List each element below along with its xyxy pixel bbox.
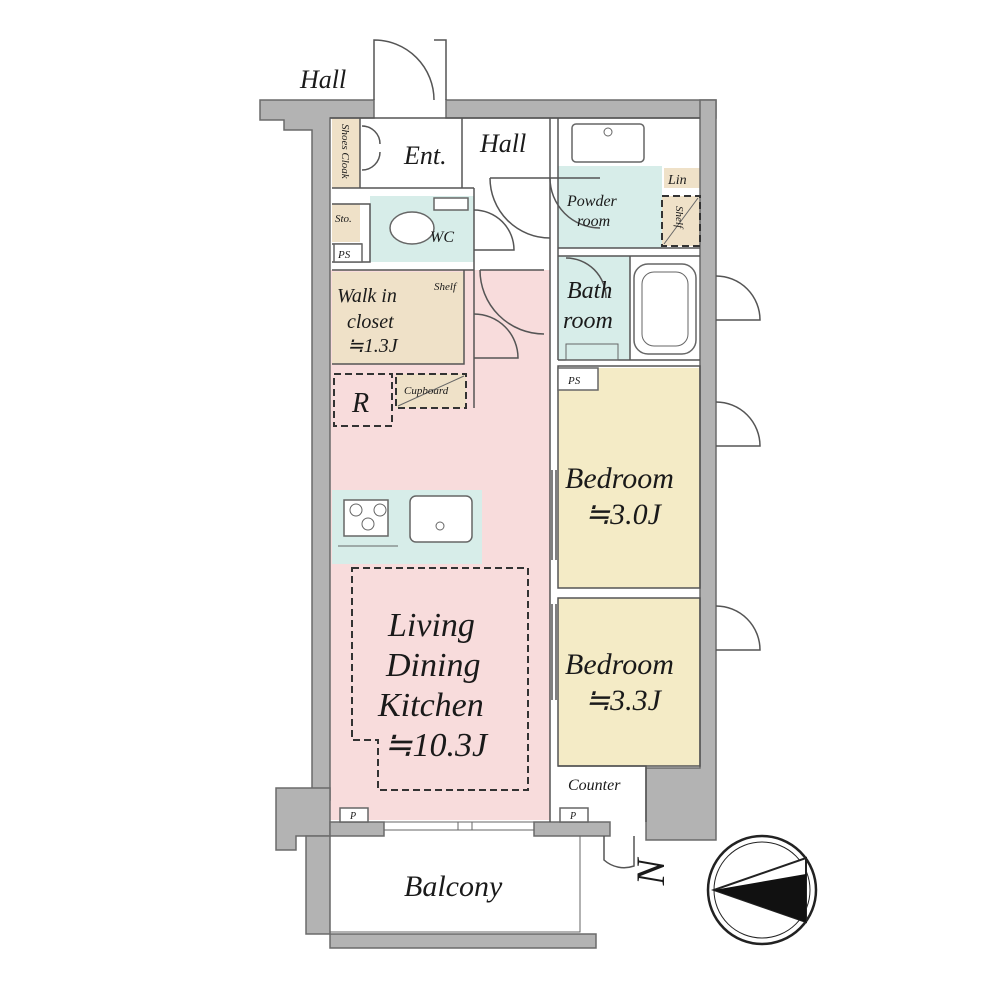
wall-south-right — [533, 821, 611, 837]
burner-icon — [349, 503, 363, 517]
door-entrance — [373, 39, 435, 101]
label-hall-outside: Hall — [299, 65, 346, 94]
bedroom-2-fill — [558, 598, 700, 766]
label-bedroom-1-name: Bedroom — [565, 462, 674, 495]
label-counter: Counter — [568, 777, 621, 794]
label-ldk-3: Kitchen — [377, 687, 484, 724]
doors — [361, 39, 761, 869]
label-refrigerator: R — [351, 388, 369, 419]
label-bedroom-2-name: Bedroom — [565, 648, 674, 681]
label-closet-1: Walk in — [337, 285, 397, 307]
toilet-tank-icon — [433, 197, 469, 211]
window-bath — [715, 275, 761, 321]
label-shelf-powder: Shelf — [673, 206, 685, 230]
label-ps-mid: PS — [567, 375, 581, 387]
door-hall — [489, 177, 551, 239]
label-entrance: Ent. — [403, 141, 447, 170]
label-storage: Sto. — [335, 213, 352, 225]
refrigerator-space — [333, 373, 393, 427]
powder-room-fill — [558, 166, 662, 248]
label-linen: Lin — [667, 173, 687, 188]
label-p-left: P — [349, 811, 356, 822]
room-fills — [330, 118, 700, 820]
washbasin-icon — [571, 123, 645, 163]
label-powder-room-2: room — [577, 213, 610, 230]
label-ldk-1: Living — [387, 607, 475, 644]
label-bedroom-1-size: ≒3.0J — [585, 498, 663, 531]
toilet-bowl-icon — [389, 211, 435, 245]
north-arrow-compass-icon — [706, 834, 818, 946]
ldk-dining-area — [351, 567, 529, 791]
door-closet — [473, 313, 519, 359]
shoes-cloak-fill — [332, 118, 360, 188]
label-powder-room-1: Powder — [566, 193, 618, 210]
label-closet-2: closet — [347, 311, 394, 333]
door-shoes-cloak — [361, 125, 381, 171]
label-hall: Hall — [479, 129, 526, 158]
label-shelf-closet: Shelf — [434, 281, 458, 293]
label-shoes-cloak: Shoes Cloak — [339, 124, 351, 180]
wall-east — [645, 99, 717, 841]
bedroom-1-fill — [558, 368, 700, 588]
door-balcony — [603, 836, 635, 869]
bath-room-fill — [558, 256, 630, 360]
door-wc — [473, 209, 515, 251]
door-ldk — [479, 269, 545, 335]
burner-icon — [373, 503, 387, 517]
sink-icon — [409, 495, 473, 543]
label-bath-room-2: room — [563, 308, 613, 334]
label-cupboard: Cupboard — [404, 385, 449, 397]
label-closet-3: ≒1.3J — [347, 335, 399, 357]
label-compass-north: N — [628, 856, 673, 886]
wall-south-left — [329, 821, 385, 837]
burner-icon — [361, 517, 375, 531]
label-ps-top: PS — [337, 249, 351, 261]
window-bedroom-1 — [715, 401, 761, 447]
bathtub-icon — [633, 263, 697, 355]
shelf-closet-fill — [430, 272, 464, 302]
label-bath-room-1: Bath — [567, 278, 612, 304]
labels: Hall Shoes Cloak Ent. Hall Powder room L… — [299, 65, 687, 903]
cupboard-outline — [395, 373, 467, 409]
linen-fill — [664, 168, 700, 188]
label-balcony: Balcony — [404, 870, 503, 903]
wall-north — [445, 99, 717, 119]
door-entrance-frame — [434, 39, 447, 100]
fixtures — [333, 123, 701, 823]
wall-sw-pillar — [275, 787, 331, 851]
label-ldk-2: Dining — [385, 647, 480, 684]
label-ldk-4: ≒10.3J — [384, 727, 489, 764]
label-wc: WC — [430, 229, 454, 246]
storage-fill — [332, 204, 360, 242]
label-bedroom-2-size: ≒3.3J — [585, 684, 663, 717]
window-bedroom-2 — [715, 605, 761, 651]
walls — [259, 99, 717, 949]
door-bath — [565, 257, 607, 299]
door-powder — [549, 177, 601, 229]
label-p-right: P — [569, 811, 576, 822]
